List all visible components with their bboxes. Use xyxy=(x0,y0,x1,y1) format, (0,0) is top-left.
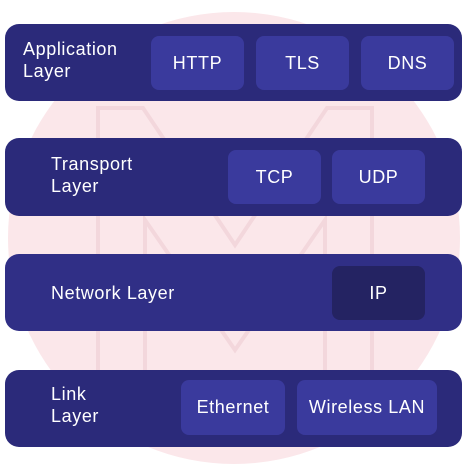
application-layer-label: Application Layer xyxy=(23,39,118,81)
wireless-lan-pill: Wireless LAN xyxy=(297,380,437,435)
http-pill: HTTP xyxy=(151,36,244,90)
udp-pill: UDP xyxy=(332,150,425,204)
link-layer-label: Link Layer xyxy=(51,384,100,426)
tcp-pill: TCP xyxy=(228,150,321,204)
ip-pill: IP xyxy=(332,266,425,320)
ethernet-pill: Ethernet xyxy=(181,380,285,435)
dns-pill: DNS xyxy=(361,36,454,90)
application-layer: Application Layer HTTP TLS DNS xyxy=(5,24,462,101)
transport-layer: Transport Layer TCP UDP xyxy=(5,138,462,216)
link-layer: Link Layer Ethernet Wireless LAN xyxy=(5,370,462,447)
tls-pill: TLS xyxy=(256,36,349,90)
network-layer-label: Network Layer xyxy=(51,283,175,303)
transport-layer-label: Transport Layer xyxy=(51,154,133,196)
network-layer: Network Layer IP xyxy=(5,254,462,331)
